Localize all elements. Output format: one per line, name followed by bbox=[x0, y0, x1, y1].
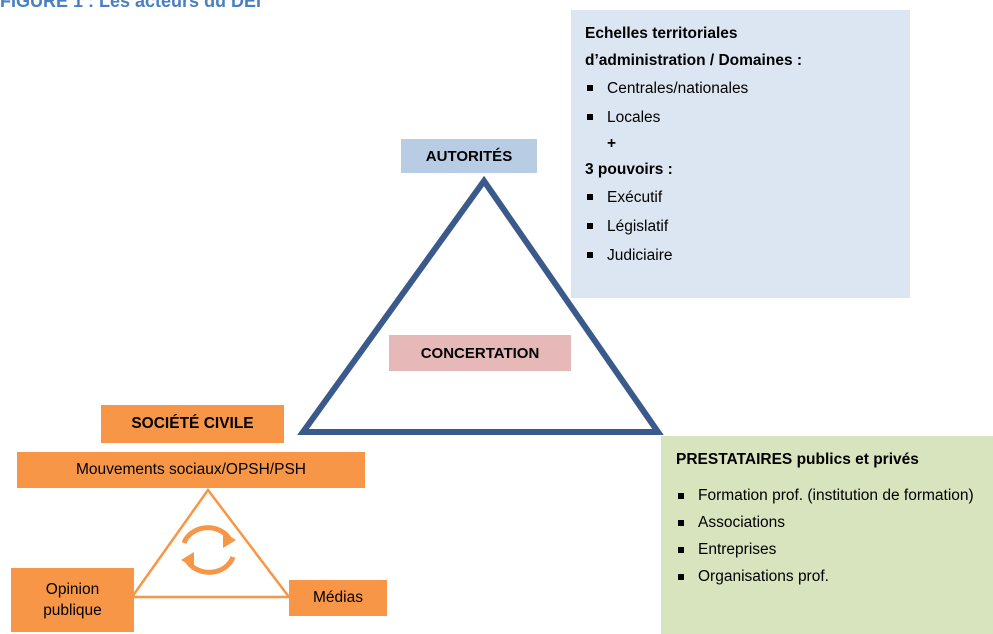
figure-title: FIGURE 1 : Les acteurs du DEI bbox=[0, 0, 262, 11]
panel-heading: Echelles territoriales bbox=[585, 25, 738, 42]
panel-heading: d’administration / Domaines : bbox=[585, 52, 803, 69]
list-item: Judiciaire bbox=[585, 241, 900, 270]
list-item: Entreprises bbox=[676, 536, 983, 563]
list-item: Centrales/nationales bbox=[585, 74, 900, 103]
medias-box: Médias bbox=[289, 580, 387, 616]
scales-list: Centrales/nationales Locales bbox=[585, 74, 900, 132]
opinion-line: Opinion bbox=[45, 581, 100, 598]
main-triangle bbox=[297, 175, 664, 435]
plus-sign: + bbox=[607, 135, 617, 152]
autorites-node: AUTORITÉS bbox=[401, 139, 537, 173]
list-item: Organisations prof. bbox=[676, 563, 983, 590]
list-item: Exécutif bbox=[585, 183, 900, 212]
panel-heading: PRESTATAIRES publics et privés bbox=[676, 451, 919, 468]
providers-panel: PRESTATAIRES publics et privés Formation… bbox=[661, 436, 993, 634]
providers-list: Formation prof. (institution de formatio… bbox=[676, 482, 983, 590]
opinion-publique-box: Opinion publique bbox=[11, 568, 134, 632]
list-item: Législatif bbox=[585, 212, 900, 241]
list-item: Locales bbox=[585, 103, 900, 132]
powers-list: Exécutif Législatif Judiciaire bbox=[585, 183, 900, 270]
small-triangle bbox=[129, 487, 292, 599]
list-item: Associations bbox=[676, 509, 983, 536]
opinion-line: publique bbox=[43, 602, 102, 619]
powers-heading: 3 pouvoirs : bbox=[585, 161, 673, 178]
list-item: Formation prof. (institution de formatio… bbox=[676, 482, 983, 509]
authorities-panel: Echelles territoriales d’administration … bbox=[571, 10, 910, 298]
concertation-node: CONCERTATION bbox=[389, 335, 571, 371]
mouvements-box: Mouvements sociaux/OPSH/PSH bbox=[17, 452, 365, 488]
societe-civile-node: SOCIÉTÉ CIVILE bbox=[101, 405, 284, 443]
